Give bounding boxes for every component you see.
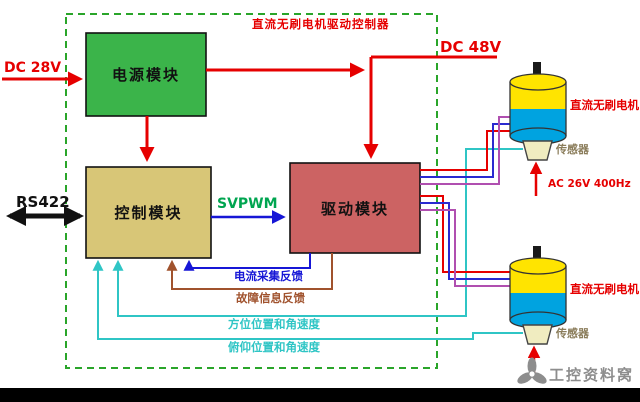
svpwm-label: SVPWM bbox=[217, 196, 278, 212]
fault-feedback-wire bbox=[166, 253, 333, 290]
fan-logo-icon bbox=[517, 357, 547, 384]
power-module-box bbox=[85, 32, 207, 117]
diagram-title: 直流无刷电机驱动控制器 bbox=[252, 17, 390, 31]
motor2-outline bbox=[509, 266, 567, 320]
motor1-top-cap bbox=[509, 73, 567, 91]
motor2-sensor-label: 传感器 bbox=[556, 327, 589, 340]
motor2-phase-wire-red bbox=[420, 195, 512, 273]
motor1-label: 直流无刷电机 bbox=[570, 98, 639, 112]
pitch-feedback-label: 俯仰位置和角速度 bbox=[228, 340, 320, 354]
pitch-feedback-wire bbox=[92, 259, 523, 340]
rs422-label: RS422 bbox=[16, 193, 70, 211]
fault-feedback-label: 故障信息反馈 bbox=[236, 291, 305, 305]
motor2-phase-wires bbox=[420, 195, 512, 287]
motor1-outline bbox=[509, 82, 567, 136]
motor1-phase-wires bbox=[420, 116, 512, 185]
motor2-label: 直流无刷电机 bbox=[570, 282, 639, 296]
ac26v-label: AC 26V 400Hz bbox=[548, 178, 631, 190]
azimuth-feedback-label: 方位位置和角速度 bbox=[228, 317, 320, 331]
motor2-graphic bbox=[509, 246, 567, 345]
watermark-text: 工控资料窝 bbox=[549, 366, 635, 384]
motor2-shaft bbox=[533, 246, 541, 268]
control-module-box bbox=[85, 166, 212, 259]
motor1-graphic bbox=[509, 62, 567, 161]
motor2-sensor-shape bbox=[522, 324, 553, 345]
azimuth-feedback-wire bbox=[112, 148, 523, 317]
motor1-shaft bbox=[533, 62, 541, 84]
motor2-phase-wire-purple bbox=[420, 209, 512, 287]
motor1-phase-wire-blue bbox=[420, 123, 512, 178]
power-module-label: 电源模块 bbox=[111, 66, 180, 84]
motor1-sensor-shape bbox=[522, 140, 553, 161]
dc28v-label: DC 28V bbox=[4, 60, 62, 76]
motor1-phase-wire-purple bbox=[420, 116, 512, 185]
controller-boundary bbox=[65, 13, 438, 369]
current-feedback-wire bbox=[183, 253, 311, 271]
control-module-label: 控制模块 bbox=[114, 204, 183, 222]
motor2-phase-wire-blue bbox=[420, 202, 512, 280]
drive-module-box bbox=[289, 162, 421, 254]
bottom-bar bbox=[0, 388, 640, 402]
current-feedback-label: 电流采集反馈 bbox=[234, 269, 303, 283]
drive-module-label: 驱动模块 bbox=[320, 199, 389, 218]
motor2-top-cap bbox=[509, 257, 567, 275]
dc48v-label: DC 48V bbox=[440, 38, 502, 56]
motor1-sensor-label: 传感器 bbox=[556, 143, 589, 156]
